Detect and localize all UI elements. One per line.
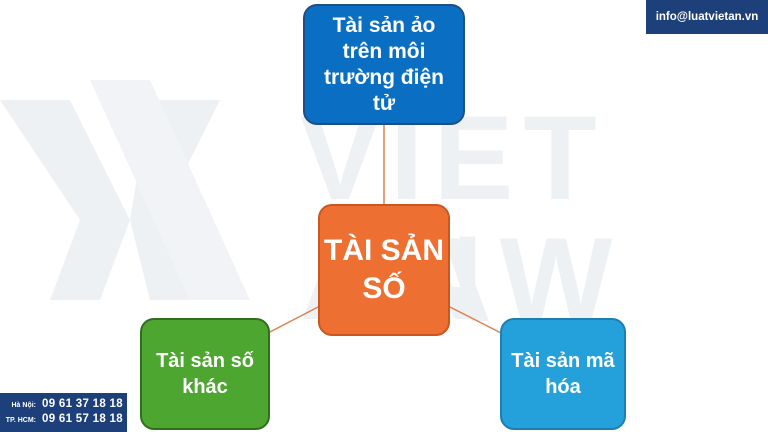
node-virtual-assets: Tài sản ảo trên môi trường điện tử — [303, 4, 465, 125]
phone-row-hanoi: Hà Nội: 09 61 37 18 18 — [4, 398, 123, 413]
phone-city-label: Hà Nội: — [11, 402, 37, 409]
phone-row-hcm: TP. HCM: 09 61 57 18 18 — [4, 413, 123, 428]
connector-right — [447, 305, 504, 335]
node-encrypted-assets: Tài sản mã hóa — [500, 318, 626, 430]
connector-left — [267, 305, 321, 334]
watermark-logo — [0, 80, 250, 300]
node-other-digital-assets: Tài sản số khác — [140, 318, 270, 430]
phone-number: 09 61 57 18 18 — [42, 413, 123, 425]
contact-email-badge: info@luatvietan.vn — [646, 0, 768, 34]
node-digital-assets-center: TÀI SẢN SỐ — [318, 204, 450, 336]
phone-number: 09 61 37 18 18 — [42, 398, 123, 410]
contact-phone-box: Hà Nội: 09 61 37 18 18 TP. HCM: 09 61 57… — [0, 393, 127, 432]
phone-city-label: TP. HCM: — [5, 417, 36, 424]
